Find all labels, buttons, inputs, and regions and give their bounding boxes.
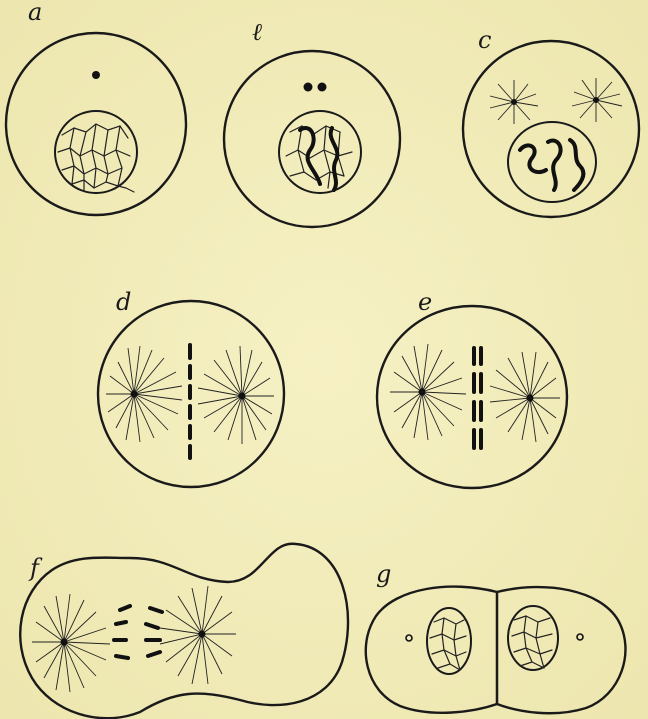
cell-c-centrosome-right xyxy=(593,97,599,103)
cell-b-centriole-right xyxy=(318,83,327,92)
cell-b-centriole-left xyxy=(304,83,313,92)
panel-label-g: g xyxy=(376,560,391,588)
cell-d-centrosome-left xyxy=(131,391,138,398)
panel-label-c: c xyxy=(478,26,491,54)
panel-label-a: a xyxy=(28,0,42,26)
cell-e-centrosome-right xyxy=(527,395,534,402)
panel-label-d: d xyxy=(116,288,131,316)
panel-label-b: ℓ xyxy=(252,18,262,46)
cell-c-centrosome-left xyxy=(511,99,517,105)
cell-f-centrosome-right xyxy=(199,631,206,638)
cell-e-centrosome-left xyxy=(419,389,426,396)
cell-f-centrosome-left xyxy=(61,639,68,646)
panel-label-e: e xyxy=(418,288,432,316)
cell-d-centrosome-right xyxy=(239,393,246,400)
cell-a-centrosome xyxy=(92,71,100,79)
